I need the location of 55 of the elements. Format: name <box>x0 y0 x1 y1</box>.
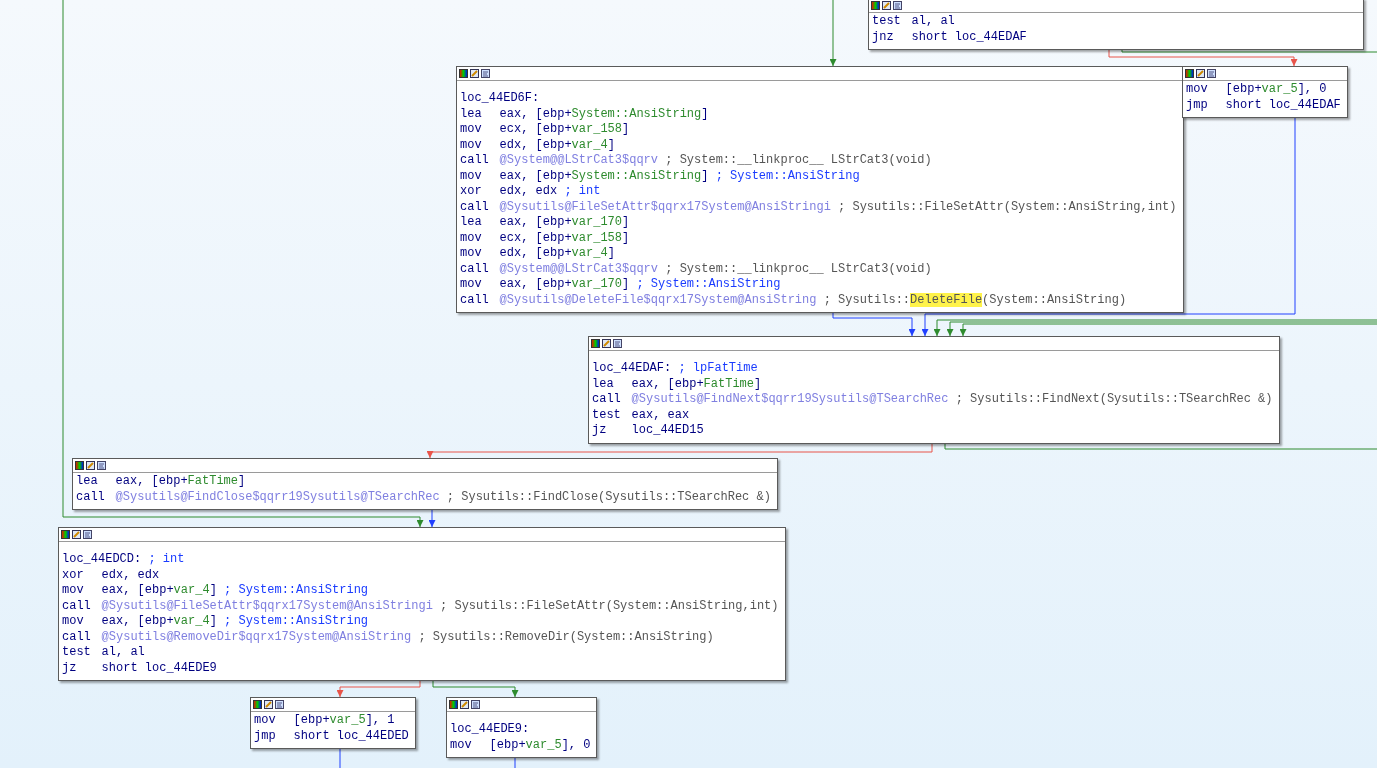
code-block <box>446 697 598 758</box>
code-line: call @Sysutils@RemoveDir$qqrx17System@AnsiString ; Sysutils::RemoveDir(System::AnsiString) <box>62 629 715 645</box>
flow-arrow <box>921 117 1296 337</box>
code-line: call @System@@LStrCat3$qqrv ; System::__linkproc__ LStrCat3(void) <box>460 261 933 277</box>
code-line: mov eax, [ebp+var_4] ; System::AnsiString <box>62 583 370 599</box>
flow-arrow <box>832 312 916 337</box>
code-block <box>868 0 1364 50</box>
code-line: call @Sysutils@FindClose$qqrr19Sysutils@TSearchRec ; Sysutils::FindClose(Sysutils::TSearchRec &) <box>76 489 771 505</box>
flow-arrow <box>336 680 421 698</box>
code-line: mov [ebp+var_5], 0 <box>450 737 591 753</box>
code-line: lea eax, [ebp+var_170] <box>460 215 631 231</box>
code-label: loc_44EDE9: <box>450 722 531 738</box>
code-line: call @System@@LStrCat3$qqrv ; System::__linkproc__ LStrCat3(void) <box>460 153 933 169</box>
code-label: loc_44EDAF: ; lpFatTime <box>592 361 759 377</box>
code-line: call @Sysutils@DeleteFile$qqrx17System@AnsiString ; Sysutils::DeleteFile(System::AnsiString) <box>460 292 1128 308</box>
code-block <box>58 527 786 681</box>
code-label: loc_44ED6F: <box>460 91 541 107</box>
code-line: test al, al <box>872 14 956 30</box>
code-block <box>72 458 778 510</box>
code-line: jmp short loc_44EDED <box>254 728 409 744</box>
flow-arrow <box>1108 49 1298 67</box>
flow-arrow <box>426 443 933 459</box>
code-line: mov ecx, [ebp+var_158] <box>460 122 631 138</box>
code-line: mov eax, [ebp+var_4] ; System::AnsiString <box>62 614 370 630</box>
code-line: lea eax, [ebp+System::AnsiString] <box>460 106 710 122</box>
flow-arrow <box>432 680 519 698</box>
code-line: jmp short loc_44EDAF <box>1186 97 1341 113</box>
code-line: mov edx, [ebp+var_4] <box>460 246 616 262</box>
code-line: test al, al <box>62 645 146 661</box>
code-line: lea eax, [ebp+FatTime] <box>76 474 247 490</box>
code-line: xor edx, edx <box>62 567 161 583</box>
flow-arrow <box>829 0 837 67</box>
code-line: mov eax, [ebp+var_170] ; System::AnsiString <box>460 277 782 293</box>
code-line: jnz short loc_44EDAF <box>872 29 1028 45</box>
code-line: mov eax, [ebp+System::AnsiString] ; System::AnsiString <box>460 168 861 184</box>
code-line: mov edx, [ebp+var_4] <box>460 137 616 153</box>
flow-arrow <box>62 0 424 528</box>
code-line: mov [ebp+var_5], 1 <box>254 713 396 729</box>
flow-arrow <box>428 509 436 528</box>
code-line: jz short loc_44EDE9 <box>62 660 218 676</box>
code-line: test eax, eax <box>592 407 691 423</box>
code-line: mov ecx, [ebp+var_158] <box>460 230 631 246</box>
code-line: call @Sysutils@FileSetAttr$qqrx17System@AnsiStringi ; Sysutils::FileSetAttr(System::AnsiString,int) <box>460 199 1177 215</box>
code-line: lea eax, [ebp+FatTime] <box>592 376 763 392</box>
code-block <box>588 336 1280 444</box>
code-line: jz loc_44ED15 <box>592 423 705 439</box>
code-line: call @Sysutils@FileSetAttr$qqrx17System@AnsiStringi ; Sysutils::FileSetAttr(System::AnsiString,int) <box>62 598 779 614</box>
code-block <box>456 66 1184 313</box>
code-line: call @Sysutils@FindNext$qqrr19Sysutils@TSearchRec ; Sysutils::FindNext(Sysutils::TSearchRec &) <box>592 392 1273 408</box>
code-line: mov [ebp+var_5], 0 <box>1186 82 1328 98</box>
flow-arrow <box>959 49 1377 337</box>
code-block <box>1182 66 1348 118</box>
code-block <box>250 697 416 749</box>
code-label: loc_44EDCD: ; int <box>62 552 186 568</box>
code-line: xor edx, edx ; int <box>460 184 602 200</box>
